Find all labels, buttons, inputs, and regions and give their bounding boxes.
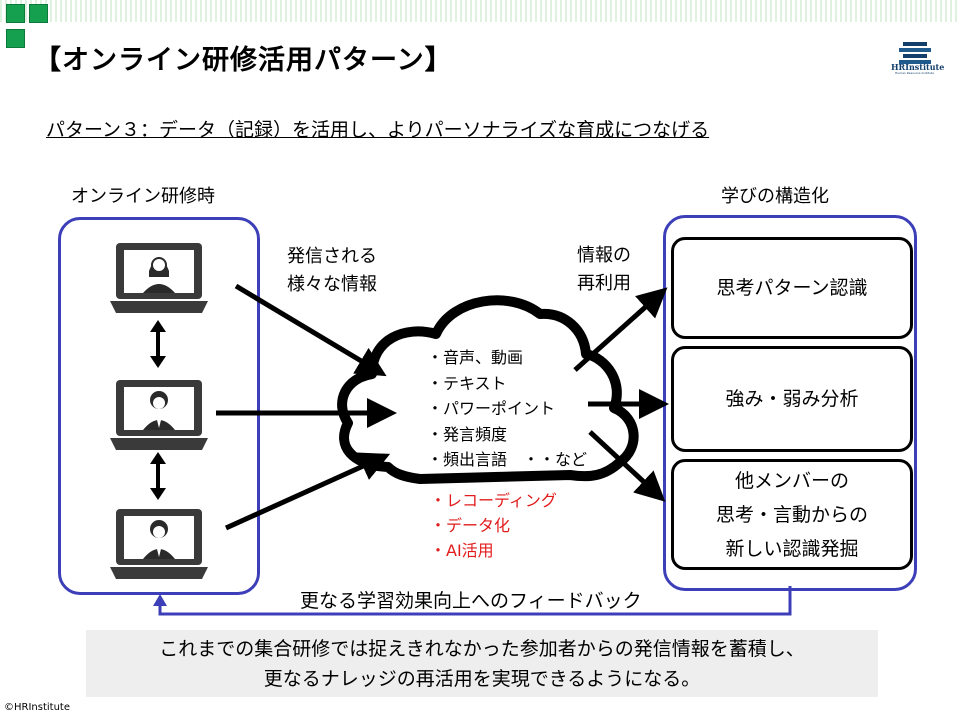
list-item: ・AI活用 bbox=[430, 541, 494, 560]
list-item: ・テキスト bbox=[427, 373, 507, 393]
bidirectional-arrow-icon bbox=[150, 320, 166, 368]
right-panel-heading: 学びの構造化 bbox=[721, 186, 829, 207]
summary-line: 更なるナレッジの再活用を実現できるようになる。 bbox=[263, 668, 701, 690]
box-label: 新しい認識発掘 bbox=[725, 537, 859, 560]
arrow-from-cloud bbox=[573, 287, 668, 372]
incoming-info-label: 発信される 様々な情報 bbox=[287, 243, 377, 299]
thinking-pattern-box: 思考パターン認識 bbox=[671, 237, 913, 339]
logo-tagline: Human Resource Institute bbox=[895, 71, 934, 75]
feedback-arrowhead bbox=[153, 594, 167, 606]
pattern-subtitle: パターン３：データ（記録）を活用し、よりパーソナライズな育成につなげる bbox=[46, 119, 710, 141]
list-item: ・レコーディング bbox=[430, 491, 557, 510]
summary-line: これまでの集合研修では捉えきれなかった参加者からの発信情報を蓄積し、 bbox=[159, 638, 805, 660]
strength-weakness-box: 強み・弱み分析 bbox=[671, 346, 913, 452]
box-label: 思考パターン認識 bbox=[716, 277, 868, 299]
arrow-to-cloud bbox=[224, 452, 391, 531]
header-square bbox=[29, 4, 48, 23]
reuse-label: 情報の 再利用 bbox=[577, 242, 631, 298]
copyright: ©HRInstitute bbox=[4, 702, 70, 713]
header-square bbox=[6, 29, 25, 48]
processing-list: ・レコーディング ・データ化 ・AI活用 bbox=[430, 488, 557, 563]
new-insight-box: 他メンバーの 思考・言動からの 新しい認識発掘 bbox=[671, 459, 913, 570]
header-stripe bbox=[0, 0, 960, 22]
arrow-to-cloud bbox=[234, 283, 387, 377]
box-label: 強み・弱み分析 bbox=[725, 388, 859, 410]
feedback-label: 更なる学習効果向上へのフィードバック bbox=[300, 590, 642, 612]
data-cloud bbox=[337, 295, 639, 484]
laptop-icon bbox=[110, 380, 208, 450]
hr-institute-logo-icon bbox=[899, 42, 931, 64]
label-line: 発信される bbox=[287, 246, 377, 267]
logo-name: HRInstitute bbox=[891, 62, 945, 72]
box-label: 思考・言動からの bbox=[715, 503, 868, 526]
box-label: 他メンバーの bbox=[734, 469, 849, 492]
label-line: 様々な情報 bbox=[287, 274, 377, 295]
label-line: 情報の bbox=[577, 245, 631, 266]
feedback-loop-arrow bbox=[158, 586, 792, 616]
list-item: ・データ化 bbox=[430, 516, 511, 535]
page-title: 【オンライン研修活用パターン】 bbox=[34, 45, 453, 76]
cloud-item-list: ・音声、動画 ・テキスト ・パワーポイント ・発言頻度 ・頻出言語 ・・など bbox=[427, 345, 587, 473]
laptop-icon bbox=[110, 243, 208, 313]
list-item: ・発言頻度 bbox=[427, 424, 508, 444]
summary-box: これまでの集合研修では捉えきれなかった参加者からの発信情報を蓄積し、 更なるナレ… bbox=[86, 630, 878, 697]
left-panel-heading: オンライン研修時 bbox=[71, 186, 215, 207]
laptop-icon bbox=[110, 509, 208, 579]
bidirectional-arrow-icon bbox=[150, 452, 166, 500]
list-item: ・音声、動画 bbox=[427, 348, 524, 367]
list-item: ・パワーポイント bbox=[427, 399, 556, 418]
list-item: ・頻出言語 ・・など bbox=[427, 450, 588, 469]
arrow-from-cloud bbox=[588, 430, 666, 502]
label-line: 再利用 bbox=[577, 273, 631, 294]
online-training-panel bbox=[58, 217, 260, 595]
header-square bbox=[6, 4, 25, 23]
